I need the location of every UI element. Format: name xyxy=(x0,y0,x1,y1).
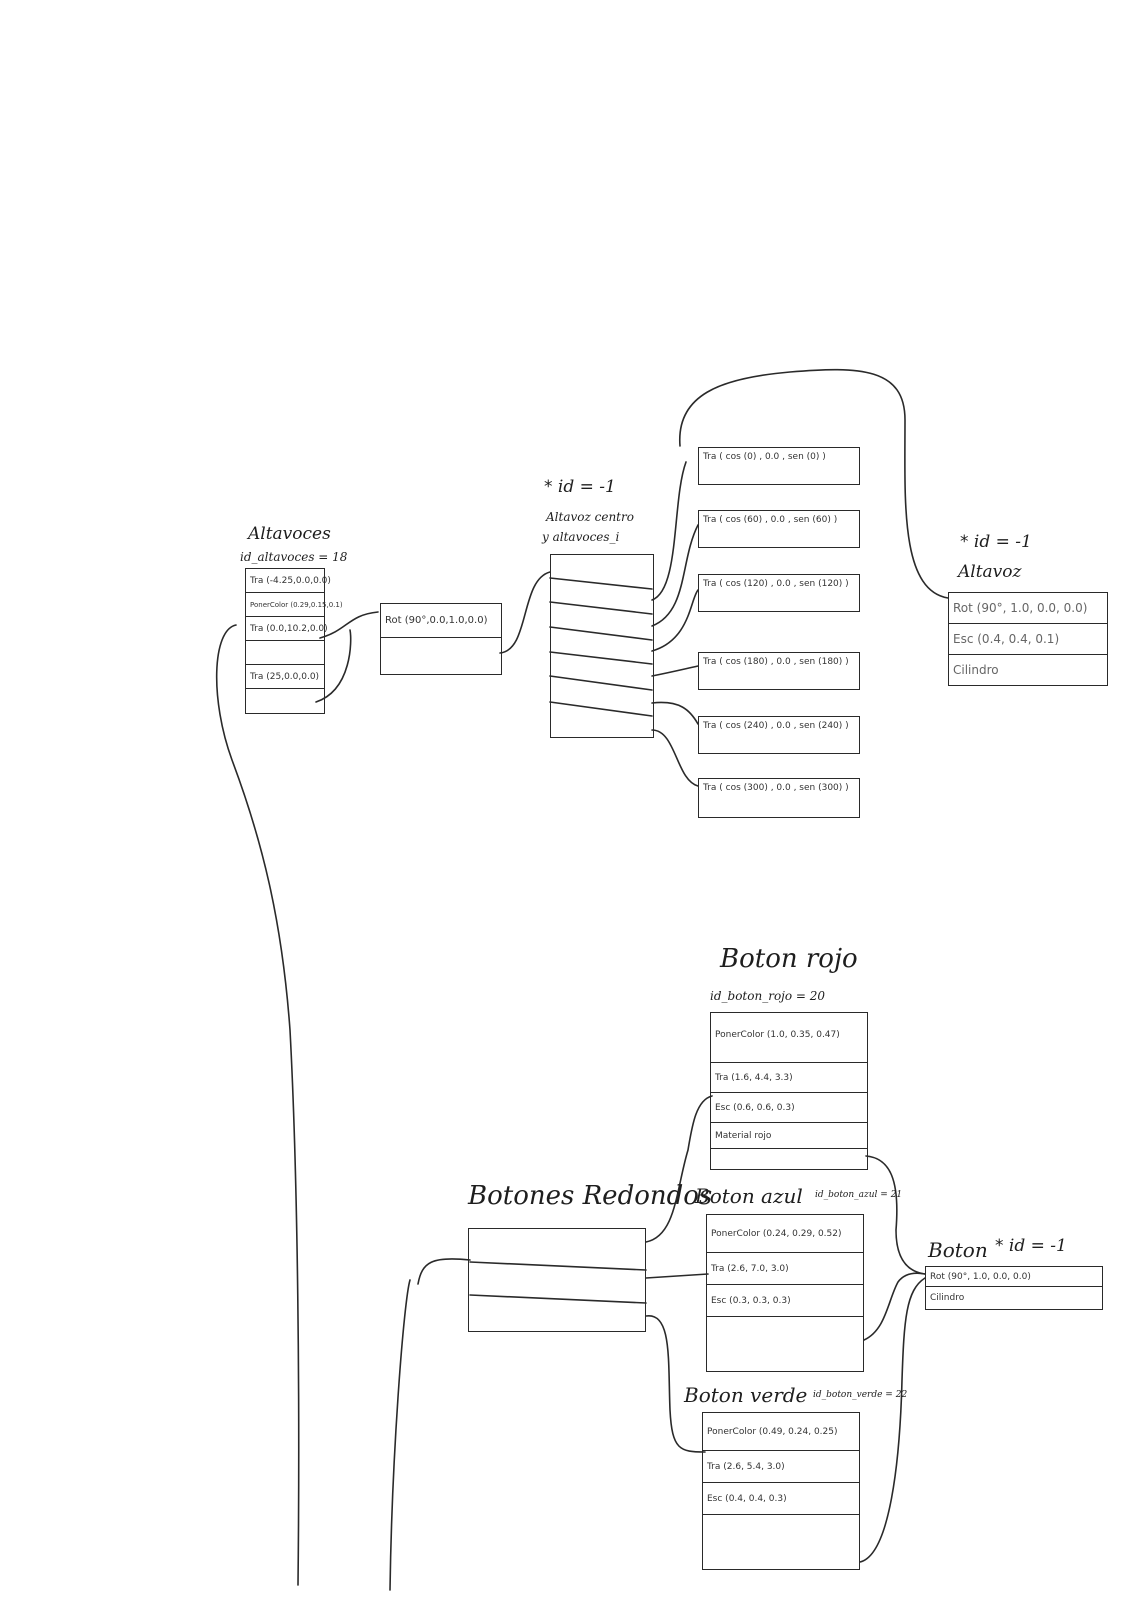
connector-centro-tra-2 xyxy=(651,524,699,627)
centro-slash-1 xyxy=(549,577,653,590)
connector-centro-tra-1 xyxy=(651,461,687,601)
altavoces-id-label: id_altavoces = 18 xyxy=(240,550,348,564)
altavoz-centro-node xyxy=(550,554,654,738)
centro-slash-6 xyxy=(549,701,653,717)
altavoz-centro-title-1: Altavoz centro xyxy=(546,510,634,524)
altavoz-row-2: Esc (0.4, 0.4, 0.1) xyxy=(949,624,1107,655)
altavoz-node: Rot (90°, 1.0, 0.0, 0.0) Esc (0.4, 0.4, … xyxy=(948,592,1108,686)
altavoces-title: Altavoces xyxy=(248,524,331,544)
connector-rojo-boton xyxy=(865,1155,926,1275)
boton-rojo-row-2: Tra (1.6, 4.4, 3.3) xyxy=(711,1063,867,1093)
tra-node-3-text: Tra ( cos (120) , 0.0 , sen (120) ) xyxy=(703,579,849,589)
boton-azul-title: Boton azul xyxy=(695,1184,803,1208)
star-glyph-2: * xyxy=(960,532,969,552)
centro-slash-4 xyxy=(549,651,653,665)
altavoces-row-5: Tra (25,0.0,0.0) xyxy=(246,665,324,689)
boton-azul-row-3: Esc (0.3, 0.3, 0.3) xyxy=(707,1285,863,1317)
altavoces-row-3: Tra (0.0,10.2,0.0) xyxy=(246,617,328,641)
connector-loop-altavoz xyxy=(679,368,949,599)
connector-verde-boton xyxy=(859,1277,926,1563)
altavoz-centro-id-text: id = -1 xyxy=(557,477,616,497)
boton-azul-row-1: PonerColor (0.24, 0.29, 0.52) xyxy=(707,1215,863,1253)
boton-rojo-row-5 xyxy=(711,1149,867,1169)
altavoz-id-text: id = -1 xyxy=(973,532,1032,552)
rot-node: Rot (90°,0.0,1.0,0.0) xyxy=(380,603,502,675)
boton-rojo-id: id_boton_rojo = 20 xyxy=(710,989,826,1003)
boton-title: Boton xyxy=(928,1238,988,1262)
botones-redondos-node xyxy=(468,1228,646,1332)
altavoz-row-1: Rot (90°, 1.0, 0.0, 0.0) xyxy=(949,593,1107,624)
altavoces-row-6 xyxy=(246,689,324,713)
rot-node-row-2 xyxy=(381,638,501,674)
boton-verde-row-3: Esc (0.4, 0.4, 0.3) xyxy=(703,1483,859,1515)
connector-botones-azul xyxy=(645,1273,709,1279)
connector-centro-tra-6 xyxy=(651,729,699,787)
tra-node-1-text: Tra ( cos (0) , 0.0 , sen (0) ) xyxy=(703,452,826,462)
centro-slash-2 xyxy=(549,601,653,615)
boton-azul-node: PonerColor (0.24, 0.29, 0.52) Tra (2.6, … xyxy=(706,1214,864,1372)
altavoces-row-1: Tra (-4.25,0.0,0.0) xyxy=(246,569,331,593)
altavoz-centro-title-2: y altavoces_i xyxy=(542,530,620,544)
tra-node-3: Tra ( cos (120) , 0.0 , sen (120) ) xyxy=(698,574,860,612)
botones-redondos-title: Botones Redondos xyxy=(468,1181,713,1211)
connector-centro-tra-5 xyxy=(651,701,699,725)
connector-altavoces-bottom-2 xyxy=(389,1279,411,1591)
altavoz-centro-id: * id = -1 xyxy=(544,477,616,497)
botones-slash-1 xyxy=(469,1261,647,1271)
tra-node-6: Tra ( cos (300) , 0.0 , sen (300) ) xyxy=(698,778,860,818)
centro-slash-5 xyxy=(549,675,653,691)
boton-azul-id: id_boton_azul = 21 xyxy=(815,1190,903,1200)
boton-azul-row-2: Tra (2.6, 7.0, 3.0) xyxy=(707,1253,863,1285)
connector-altavoces-bottom xyxy=(215,624,300,1586)
tra-node-4-text: Tra ( cos (180) , 0.0 , sen (180) ) xyxy=(703,657,849,667)
connector-left-botones xyxy=(417,1258,471,1285)
boton-row-1: Rot (90°, 1.0, 0.0, 0.0) xyxy=(926,1267,1102,1287)
boton-verde-row-4 xyxy=(703,1515,859,1567)
boton-rojo-row-1: PonerColor (1.0, 0.35, 0.47) xyxy=(711,1013,867,1063)
tra-node-5: Tra ( cos (240) , 0.0 , sen (240) ) xyxy=(698,716,860,754)
rot-node-row-1: Rot (90°,0.0,1.0,0.0) xyxy=(381,604,501,638)
boton-verde-id: id_boton_verde = 22 xyxy=(813,1390,908,1400)
star-glyph: * xyxy=(544,477,553,497)
tra-node-5-text: Tra ( cos (240) , 0.0 , sen (240) ) xyxy=(703,721,849,731)
tra-node-4: Tra ( cos (180) , 0.0 , sen (180) ) xyxy=(698,652,860,690)
boton-verde-row-1: PonerColor (0.49, 0.24, 0.25) xyxy=(703,1413,859,1451)
connector-altavoces-rot-1 xyxy=(319,611,379,639)
boton-verde-row-2: Tra (2.6, 5.4, 3.0) xyxy=(703,1451,859,1483)
boton-rojo-node: PonerColor (1.0, 0.35, 0.47) Tra (1.6, 4… xyxy=(710,1012,868,1170)
boton-azul-row-4 xyxy=(707,1317,863,1369)
centro-slash-3 xyxy=(549,626,653,641)
boton-rojo-title: Boton rojo xyxy=(720,944,858,974)
tra-node-6-text: Tra ( cos (300) , 0.0 , sen (300) ) xyxy=(703,783,849,793)
altavoces-node: Tra (-4.25,0.0,0.0) PonerColor (0.29,0.1… xyxy=(245,568,343,714)
connector-rot-centro xyxy=(499,571,551,654)
altavoz-id: * id = -1 xyxy=(960,532,1032,552)
boton-node: Rot (90°, 1.0, 0.0, 0.0) Cilindro xyxy=(925,1266,1103,1310)
connector-altavoces-rot-2 xyxy=(315,629,352,703)
boton-rojo-row-4: Material rojo xyxy=(711,1123,867,1149)
connector-botones-verde xyxy=(645,1315,706,1453)
star-glyph-3: * xyxy=(995,1236,1004,1256)
tra-node-2: Tra ( cos (60) , 0.0 , sen (60) ) xyxy=(698,510,860,548)
altavoz-title: Altavoz xyxy=(958,562,1022,582)
connector-centro-tra-4 xyxy=(651,665,699,677)
connector-centro-tra-3 xyxy=(651,589,699,652)
boton-rojo-row-3: Esc (0.6, 0.6, 0.3) xyxy=(711,1093,867,1123)
boton-verde-title: Boton verde xyxy=(684,1383,808,1407)
altavoces-row-2: PonerColor (0.29,0.15,0.1) xyxy=(246,593,343,617)
boton-verde-node: PonerColor (0.49, 0.24, 0.25) Tra (2.6, … xyxy=(702,1412,860,1570)
tra-node-1: Tra ( cos (0) , 0.0 , sen (0) ) xyxy=(698,447,860,485)
connector-azul-boton xyxy=(863,1272,926,1341)
altavoces-row-4 xyxy=(246,641,324,665)
tra-node-2-text: Tra ( cos (60) , 0.0 , sen (60) ) xyxy=(703,515,838,525)
boton-id-text: id = -1 xyxy=(1008,1236,1067,1256)
connector-botones-rojo xyxy=(645,1095,713,1243)
altavoz-row-3: Cilindro xyxy=(953,663,999,677)
boton-id: * id = -1 xyxy=(995,1236,1067,1256)
boton-row-2: Cilindro xyxy=(930,1293,965,1303)
botones-slash-2 xyxy=(469,1294,647,1304)
